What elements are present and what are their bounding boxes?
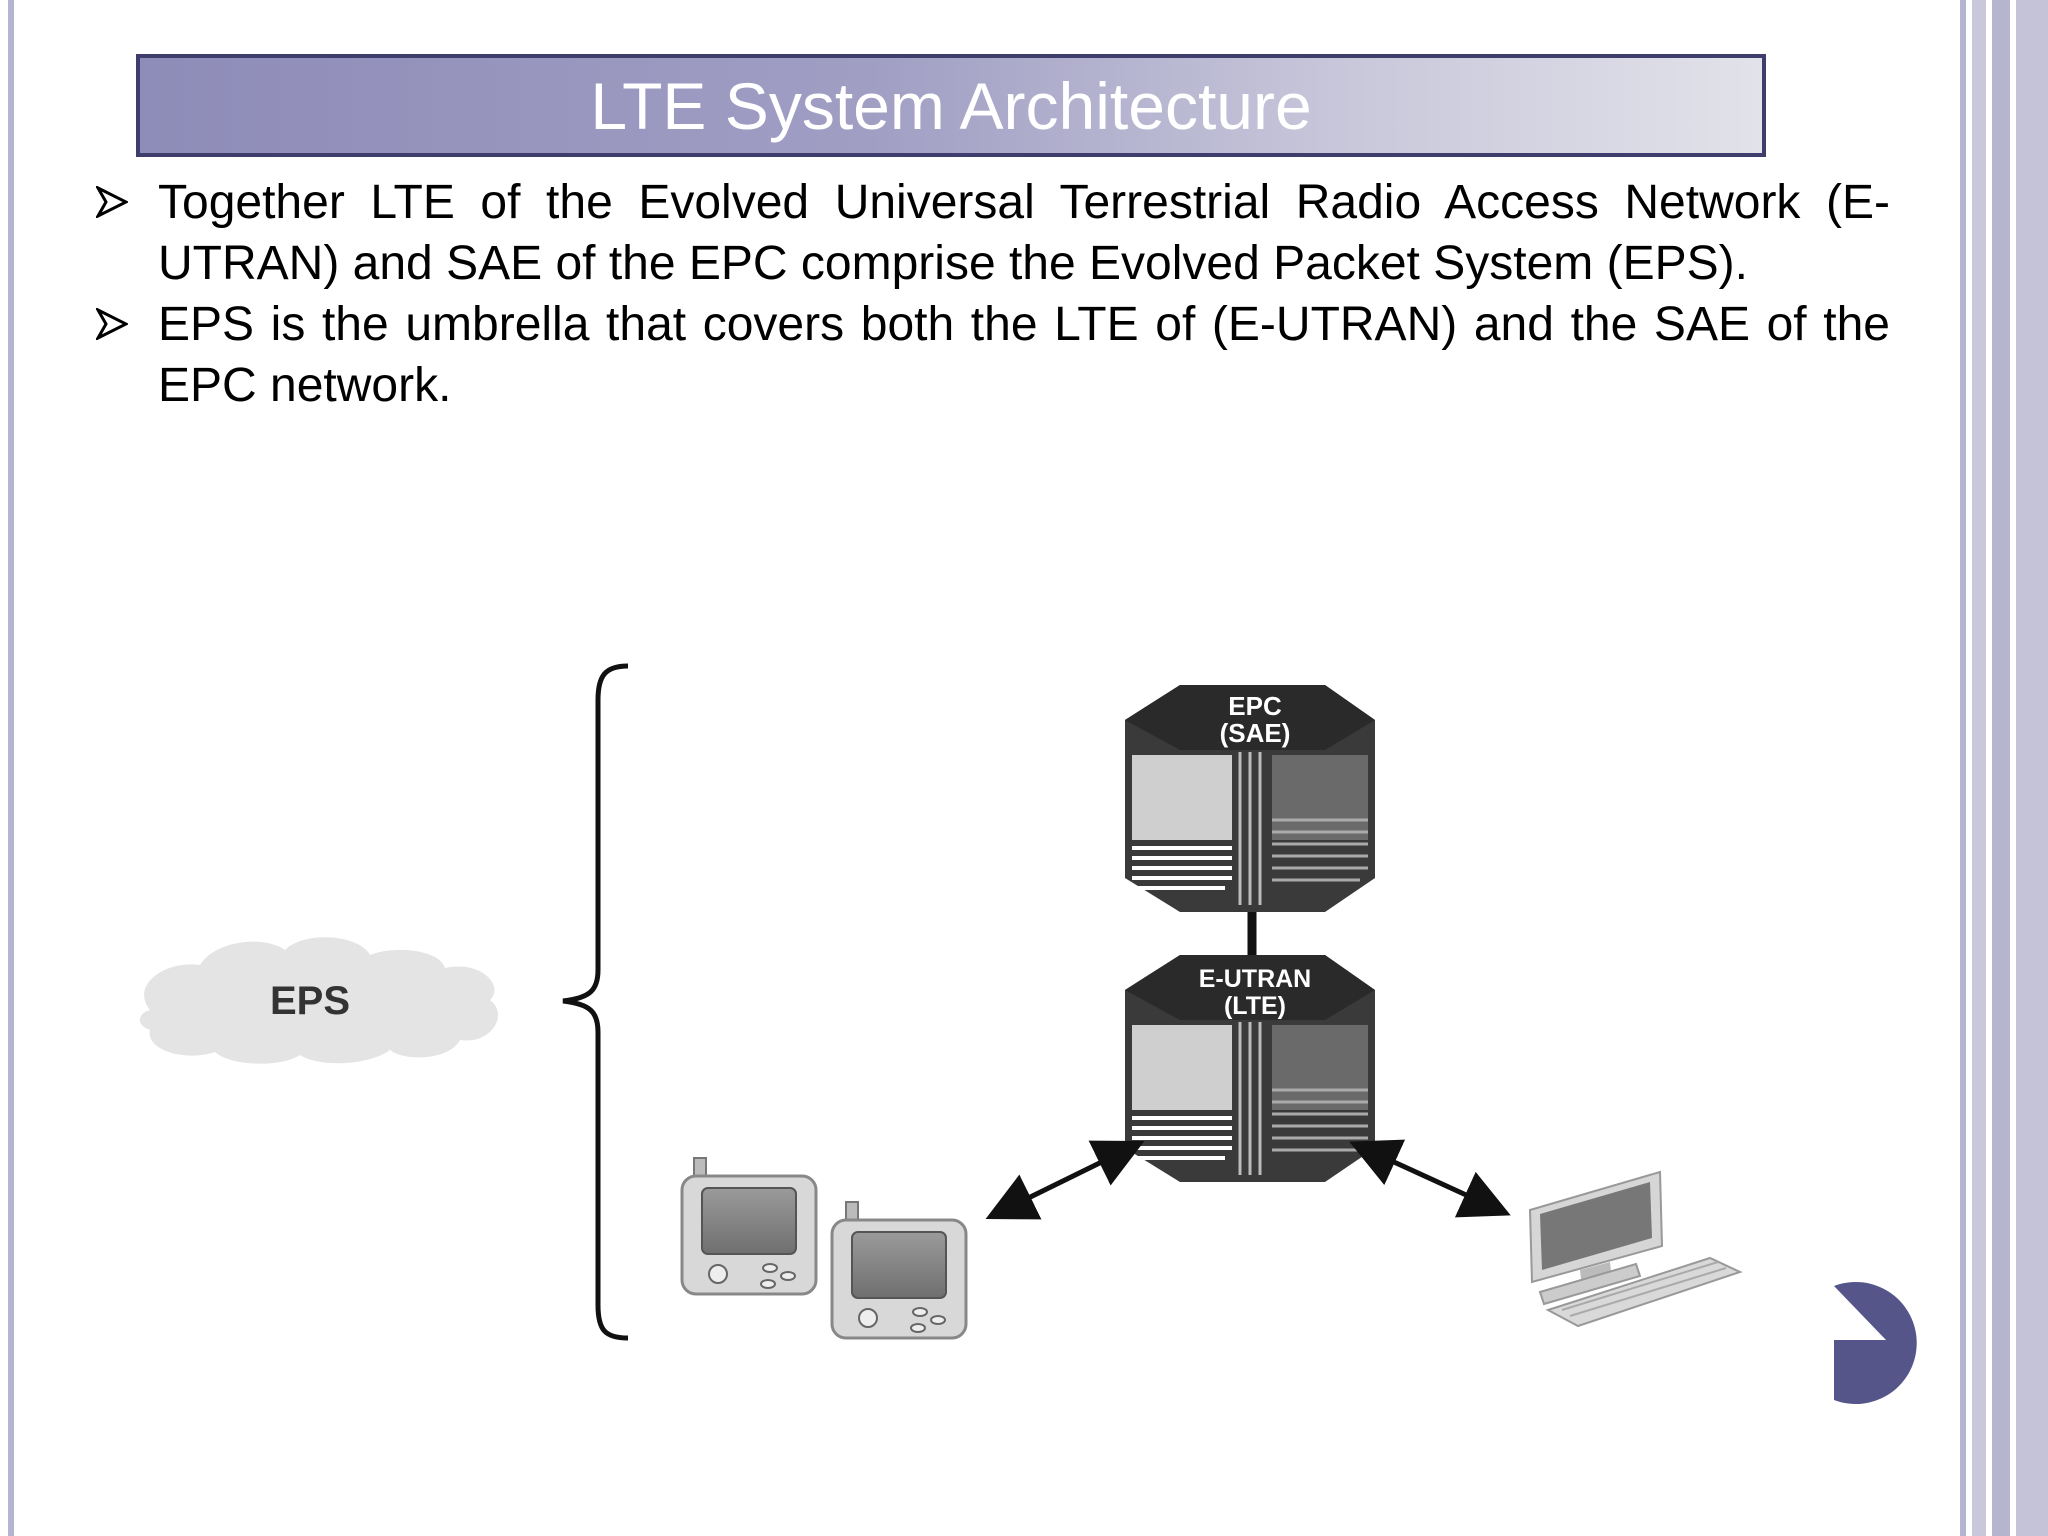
decorative-circle-shape: [1834, 1281, 1917, 1404]
desktop-computer-icon: [1528, 1170, 1743, 1328]
bullet-text: Together LTE of the Evolved Universal Te…: [158, 176, 1890, 290]
computer-link-arrow: [1349, 1139, 1511, 1218]
bullet-item: Together LTE of the Evolved Universal Te…: [96, 172, 1890, 294]
arrow-bullet-icon: [96, 186, 128, 218]
eutran-label-line2: (LTE): [1224, 992, 1286, 1020]
eps-label: EPS: [270, 979, 350, 1023]
right-border-stripe-2: [1972, 0, 1986, 1536]
right-border-stripe-1: [1960, 0, 1966, 1536]
title-bar: LTE System Architecture: [136, 54, 1766, 157]
epc-label-line2: (SAE): [1220, 718, 1291, 748]
mobile-phone-icon: [830, 1201, 968, 1340]
eps-curly-brace: [562, 663, 629, 1341]
bullet-item: EPS is the umbrella that covers both the…: [96, 294, 1890, 416]
bullet-text: EPS is the umbrella that covers both the…: [158, 298, 1890, 412]
eutran-server-icon: E-UTRAN (LTE): [1125, 955, 1375, 1182]
phone-link-arrow: [985, 1140, 1145, 1220]
mobile-phone-icon: [680, 1157, 818, 1296]
epc-server-icon: EPC (SAE): [1125, 685, 1375, 912]
epc-label-line1: EPC: [1228, 691, 1282, 721]
arrow-bullet-icon: [96, 308, 128, 340]
left-border-stripe: [8, 0, 14, 1536]
bullet-list: Together LTE of the Evolved Universal Te…: [96, 172, 1896, 416]
slide-title: LTE System Architecture: [590, 69, 1312, 143]
eutran-label-line1: E-UTRAN: [1199, 965, 1312, 993]
right-border-stripe-4: [2016, 0, 2048, 1536]
right-border-stripe-3: [1992, 0, 2010, 1536]
eps-cloud: EPS: [139, 937, 499, 1064]
